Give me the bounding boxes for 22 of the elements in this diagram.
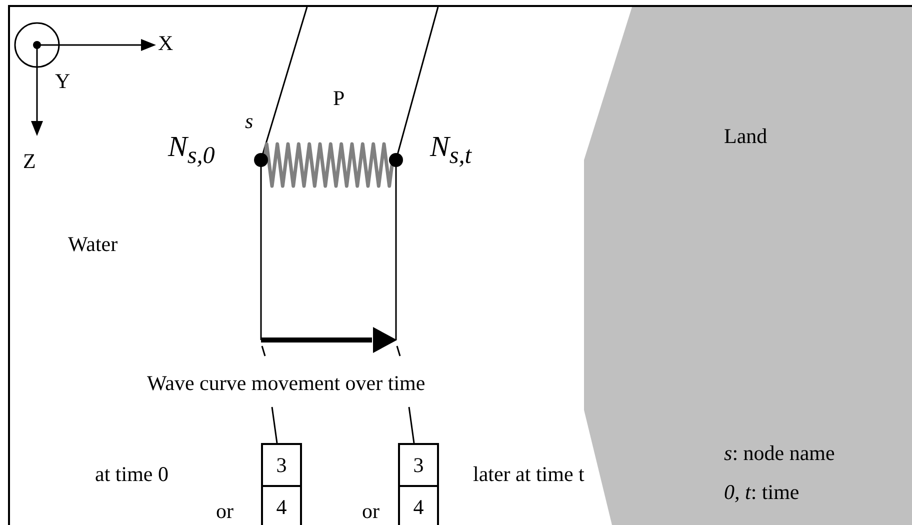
node-name-label: s (245, 110, 254, 134)
number-box: 3 (261, 443, 302, 487)
part-label: P (333, 87, 345, 110)
region-label: Land (724, 125, 768, 148)
leader-line (408, 406, 415, 444)
connector-word: or (216, 500, 234, 524)
key-note: s: node name (724, 442, 835, 466)
axis-label: Y (55, 70, 70, 94)
leader-line (271, 406, 278, 444)
number-box: 3 (398, 443, 439, 487)
region-label: Water (68, 233, 118, 256)
node-label: N$_{s,0}$ (168, 132, 215, 170)
number-box: 4 (398, 485, 439, 525)
key-note: 0, t: time (724, 481, 800, 504)
node-label: N$_{s,t}$ (430, 132, 472, 170)
axis-label: X (158, 32, 174, 56)
axis-label: Z (23, 150, 36, 174)
caption-text: Wave curve movement over time (147, 372, 426, 396)
connector-word: or (362, 500, 380, 524)
number-box: 4 (261, 485, 302, 525)
time-label: at time 0 (95, 463, 168, 486)
time-label: later at time t (473, 463, 584, 486)
